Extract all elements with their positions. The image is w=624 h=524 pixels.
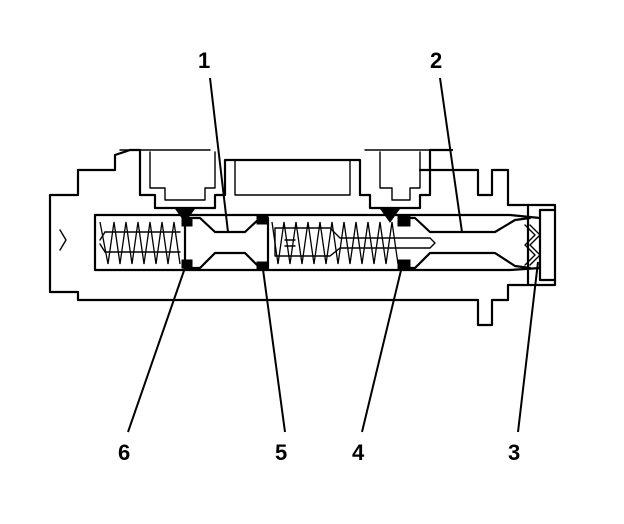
leader-5 (261, 261, 286, 433)
reservoir-ports (119, 148, 454, 223)
callout-4: 4 (352, 440, 365, 465)
leader-6 (127, 261, 188, 433)
leader-lines (127, 77, 539, 433)
leader-2 (439, 77, 463, 233)
secondary-piston (181, 215, 270, 271)
callout-5: 5 (275, 440, 287, 465)
primary-spring (271, 221, 436, 265)
leader-3 (517, 261, 539, 433)
primary-piston (397, 215, 541, 271)
leader-4 (361, 261, 404, 433)
leader-1 (209, 77, 229, 233)
cylinder-body (48, 148, 557, 327)
callout-labels: 1 2 3 4 5 6 (118, 48, 520, 465)
callout-2: 2 (430, 48, 442, 73)
callout-1: 1 (198, 48, 210, 73)
secondary-spring (99, 221, 181, 265)
callout-3: 3 (508, 440, 520, 465)
callout-6: 6 (118, 440, 130, 465)
